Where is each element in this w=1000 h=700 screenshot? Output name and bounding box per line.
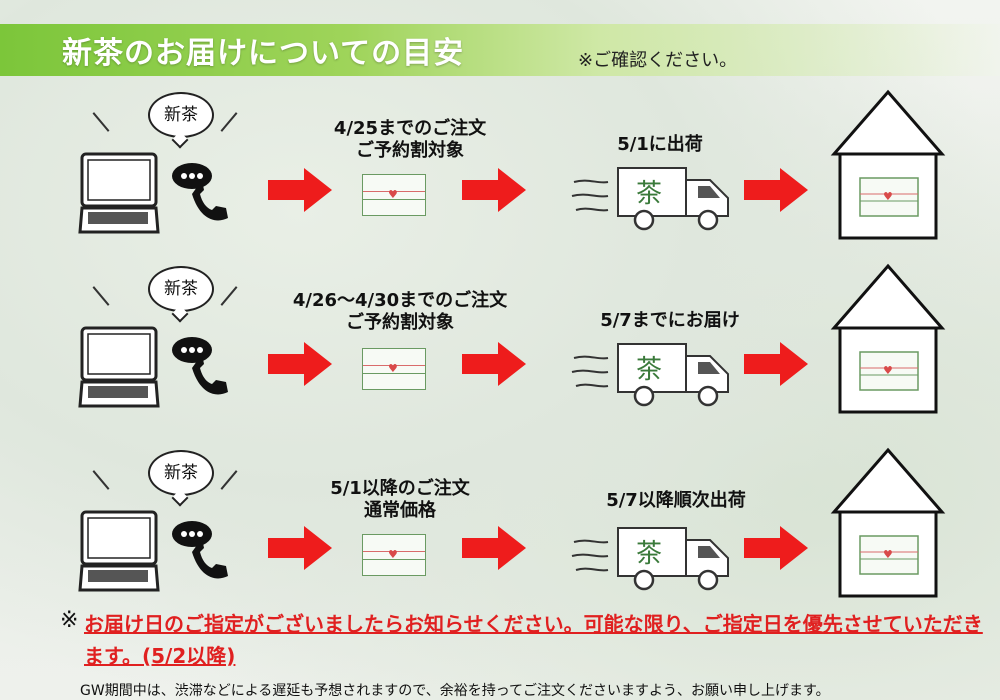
- arrow-icon: [462, 168, 526, 212]
- phone-icon: [172, 337, 228, 395]
- tick-mark: [92, 112, 110, 132]
- order-deadline: 4/25までのご注文: [333, 118, 487, 139]
- order-deadline: 5/1以降のご注文: [330, 478, 470, 499]
- delivery-truck-icon: 茶: [571, 527, 729, 591]
- laptop-icon: [78, 326, 160, 408]
- svg-text:♥: ♥: [883, 364, 893, 377]
- svg-text:♥: ♥: [883, 190, 893, 203]
- arrow-icon: [744, 342, 808, 386]
- house-icon: ♥: [830, 89, 946, 240]
- house-icon: ♥: [830, 447, 946, 598]
- arrow-icon: [268, 342, 332, 386]
- order-label: 4/25までのご注文 ご予約割対象: [300, 118, 520, 162]
- truck-tea-char: 茶: [636, 355, 662, 385]
- gift-box-icon: ♥: [362, 348, 426, 390]
- order-pricing: ご予約割対象: [346, 312, 454, 333]
- tick-mark: [220, 286, 238, 306]
- tick-mark: [220, 112, 238, 132]
- svg-text:♥: ♥: [883, 548, 893, 561]
- page-title: 新茶のお届けについての目安: [62, 36, 465, 71]
- flow-row-1: 新茶 4/25までのご注文 ご予約割対象 ♥ 5/1に出荷 茶 ♥: [0, 88, 1000, 258]
- ship-label: 5/1に出荷: [617, 134, 703, 155]
- speech-bubble: 新茶: [148, 450, 214, 496]
- speech-bubble: 新茶: [148, 92, 214, 138]
- order-pricing: ご予約割対象: [356, 140, 464, 161]
- gift-box-icon: ♥: [362, 534, 426, 576]
- footnote-text: お届け日のご指定がございましたらお知らせください。可能な限り、ご指定日を優先させ…: [84, 612, 983, 668]
- ship-label: 5/7以降順次出荷: [606, 490, 746, 511]
- header-banner: [0, 24, 1000, 76]
- flow-row-2: 新茶 4/26〜4/30までのご注文 ご予約割対象 ♥ 5/7までにお届け 茶 …: [0, 262, 1000, 432]
- phone-icon: [172, 521, 228, 579]
- tick-mark: [220, 470, 238, 490]
- phone-icon: [172, 163, 228, 221]
- arrow-icon: [462, 342, 526, 386]
- laptop-icon: [78, 510, 160, 592]
- house-icon: ♥: [830, 263, 946, 414]
- laptop-icon: [78, 152, 160, 234]
- footnote-mark: ※: [60, 608, 79, 633]
- gift-box-icon: ♥: [362, 174, 426, 216]
- gw-note: GW期間中は、渋滞などによる遅延も予想されますので、余裕を持ってご注文くださいま…: [80, 683, 830, 699]
- truck-tea-char: 茶: [636, 539, 662, 569]
- order-deadline: 4/26〜4/30までのご注文: [292, 290, 508, 311]
- header-note: ※ご確認ください。: [578, 50, 738, 71]
- order-pricing: 通常価格: [364, 500, 436, 521]
- arrow-icon: [268, 526, 332, 570]
- tick-mark: [92, 286, 110, 306]
- order-label: 4/26〜4/30までのご注文 ご予約割対象: [250, 290, 550, 334]
- order-label: 5/1以降のご注文 通常価格: [300, 478, 500, 522]
- arrow-icon: [744, 526, 808, 570]
- delivery-truck-icon: 茶: [571, 167, 729, 231]
- arrow-icon: [744, 168, 808, 212]
- arrow-icon: [268, 168, 332, 212]
- ship-label: 5/7までにお届け: [600, 310, 740, 331]
- delivery-truck-icon: 茶: [571, 343, 729, 407]
- speech-bubble: 新茶: [148, 266, 214, 312]
- tick-mark: [92, 470, 110, 490]
- flow-row-3: 新茶 5/1以降のご注文 通常価格 ♥ 5/7以降順次出荷 茶 ♥: [0, 446, 1000, 616]
- arrow-icon: [462, 526, 526, 570]
- truck-tea-char: 茶: [636, 179, 662, 209]
